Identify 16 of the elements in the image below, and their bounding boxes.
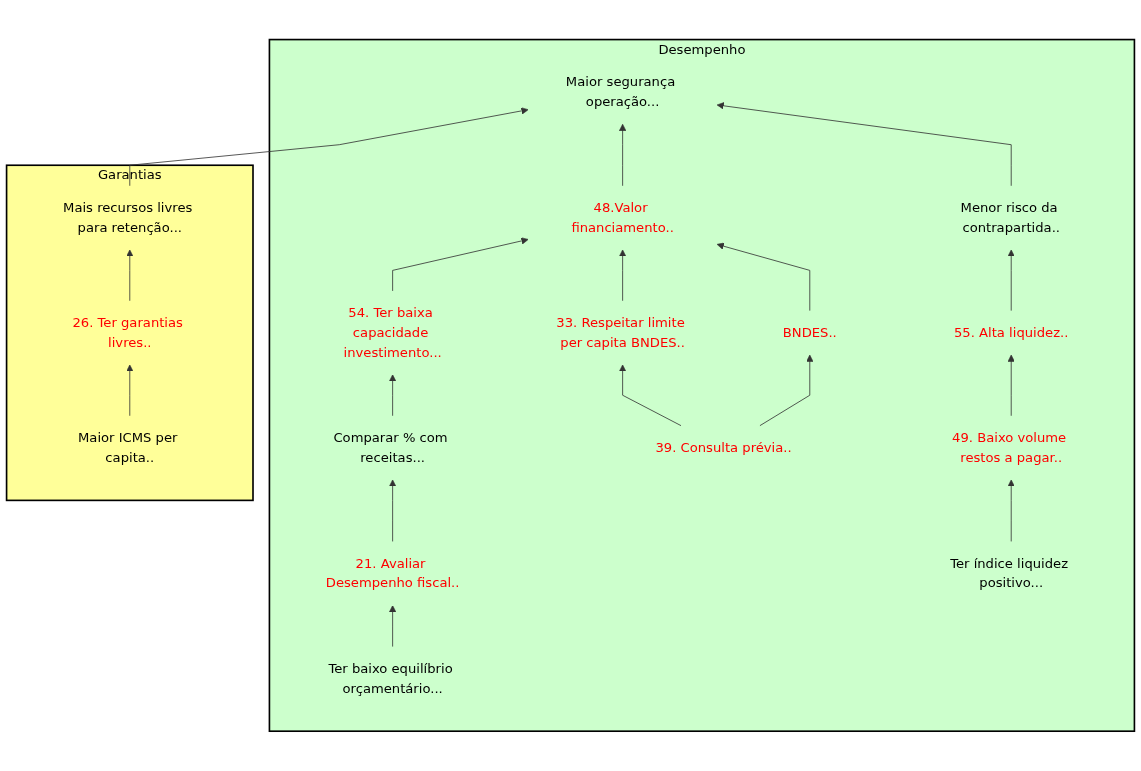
node-text: 39. Consulta prévia.. [655, 439, 792, 456]
node-text: BNDES.. [782, 324, 837, 341]
node-text: 33. Respeitar limite per capita BNDES.. [556, 314, 685, 351]
node-text: Maior ICMS per capita.. [77, 429, 178, 466]
node-text: 49. Baixo volume restos a pagar.. [952, 429, 1067, 466]
node-text: 48.Valor financiamento.. [571, 199, 674, 236]
node-text: Comparar % com receitas... [333, 429, 448, 466]
node-text: Ter baixo equilíbrio orçamentário... [328, 660, 453, 696]
node-text: 55. Alta liquidez.. [954, 324, 1069, 341]
node-text: Maior segurança operação... [565, 74, 676, 110]
node-text: 54. Ter baixa capacidade investimento... [343, 304, 442, 361]
node-text: Menor risco da contrapartida.. [960, 199, 1060, 236]
node-text: 26. Ter garantias livres.. [72, 314, 183, 351]
node-text: Ter índice liquidez positivo... [950, 555, 1069, 591]
node-text: 21. Avaliar Desempenho fiscal.. [325, 555, 460, 591]
node-text: Mais recursos livres para retenção... [63, 199, 193, 236]
